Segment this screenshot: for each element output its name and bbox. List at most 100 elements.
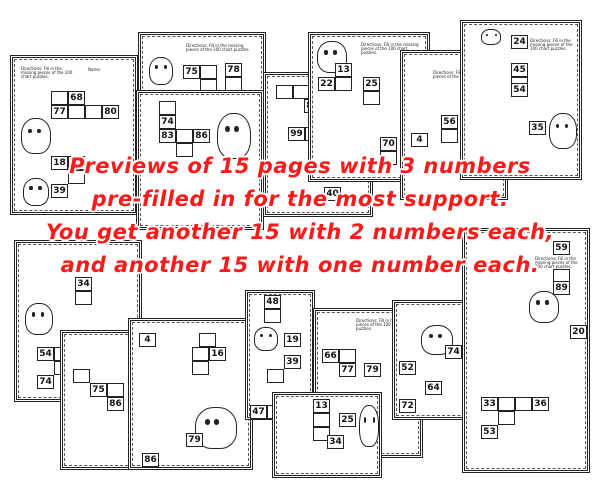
puzzle-cell [192,361,209,375]
puzzle-cell: 36 [532,397,549,411]
puzzle-cell [276,85,293,99]
puzzle-cell: 74 [159,115,176,129]
cartoon-monster-icon [317,41,347,73]
puzzle-cell: 68 [68,91,85,105]
puzzle-cell: 74 [37,375,54,389]
puzzle-cell [441,129,458,143]
cartoon-hero-icon [25,303,53,335]
puzzle-cell: 19 [284,333,301,347]
puzzle-cell: 4 [411,133,428,147]
puzzle-cell: 16 [209,347,226,361]
puzzle-cell: 53 [481,425,498,439]
puzzle-cell: 72 [399,399,416,413]
puzzle-cell: 35 [529,121,546,135]
puzzle-cell [313,413,330,427]
caption-line-2: pre-filled in for the most support. [91,187,509,211]
puzzle-cell: 48 [264,295,281,309]
puzzle-cell: 56 [441,115,458,129]
puzzle-cell [515,397,532,411]
puzzle-cell [380,151,397,165]
puzzle-cell: 25 [363,77,380,91]
page-name-label: Name: [88,67,102,72]
puzzle-cell: 40 [324,187,341,201]
puzzle-cell: 18 [51,156,68,170]
puzzle-cell [313,427,330,441]
puzzle-cell: 47 [250,405,267,419]
page-directions: Directions: Fill in the missing pieces o… [535,256,578,269]
puzzle-cell: 83 [159,129,176,143]
puzzle-cell: 79 [364,363,381,377]
puzzle-cell: 79 [186,433,203,447]
puzzle-cell: 13 [313,399,330,413]
puzzle-cell [264,309,281,323]
cartoon-crayon-icon [359,405,379,447]
puzzle-cell: 59 [553,241,570,255]
puzzle-cell: 13 [335,63,352,77]
puzzle-cell [85,105,102,119]
puzzle-cell: 86 [142,453,159,467]
puzzle-cell [225,77,242,91]
page-directions: Directions: Fill in the missing pieces o… [361,42,419,55]
caption-overlay: Previews of 15 pages with 3 numbers pre-… [0,150,600,282]
cartoon-animal-icon [23,178,49,206]
puzzle-cell [176,143,193,157]
puzzle-cell [68,156,85,170]
puzzle-cell: 89 [553,281,570,295]
puzzle-cell [68,105,85,119]
puzzle-cell [68,170,85,184]
puzzle-cell: 34 [75,277,92,291]
caption-line-3: You get another 15 with 2 numbers each, [45,220,555,244]
cartoon-animal-icon [21,118,51,154]
puzzle-cell: 39 [284,355,301,369]
cartoon-animal-icon [149,57,173,85]
puzzle-cell: 86 [193,129,210,143]
puzzle-cell: 52 [399,361,416,375]
puzzle-cell [498,397,515,411]
puzzle-cell: 20 [570,325,587,339]
cartoon-bird-icon [481,29,501,45]
puzzle-cell: 75 [90,383,107,397]
worksheet-page-15: 59 Directions: Fill in the missing piece… [445,228,590,473]
puzzle-cell: 74 [445,345,462,359]
page-directions: Directions: Fill in the missing pieces o… [356,318,414,331]
worksheet-page-10: 4 16 79 86 [128,318,253,470]
puzzle-cell: 25 [339,413,356,427]
cartoon-owl-icon [549,113,577,149]
puzzle-cell [159,101,176,115]
puzzle-cell: 39 [51,184,68,198]
puzzle-cell [339,349,356,363]
puzzle-cell [73,369,90,383]
puzzle-cell: 70 [380,137,397,151]
caption-line-1: Previews of 15 pages with 3 numbers [69,154,531,178]
puzzle-cell: 24 [511,35,528,49]
puzzle-cell: 77 [51,105,68,119]
puzzle-cell [199,333,216,347]
puzzle-cell: 75 [183,65,200,79]
cartoon-animal-icon [529,291,559,323]
puzzle-cell: 64 [425,381,442,395]
worksheet-page-7: 24 Directions: Fill in the missing piece… [460,20,582,180]
puzzle-cell: 99 [288,127,305,141]
puzzle-cell: 33 [481,397,498,411]
puzzle-cell: 80 [102,105,119,119]
puzzle-cell [51,91,68,105]
puzzle-cell: 54 [511,83,528,97]
page-directions: Directions: Fill in the missing pieces o… [530,38,573,51]
cartoon-cake-icon [254,327,278,351]
puzzle-cell [498,411,515,425]
puzzle-cell: 77 [339,363,356,377]
puzzle-cell: 54 [37,347,54,361]
puzzle-cell [267,369,284,383]
puzzle-cell [176,129,193,143]
worksheet-page-1: Directions: Fill in the missing pieces o… [10,55,138,215]
puzzle-cell [363,91,380,105]
puzzle-cell [335,77,352,91]
puzzle-cell: 4 [139,333,156,347]
caption-line-4: and another 15 with one number each. [60,253,540,277]
puzzle-cell: 78 [225,63,242,77]
puzzle-cell: 45 [511,63,528,77]
puzzle-cell [107,383,124,397]
worksheet-page-13: 13 25 34 [272,392,382,478]
puzzle-cell [75,291,92,305]
